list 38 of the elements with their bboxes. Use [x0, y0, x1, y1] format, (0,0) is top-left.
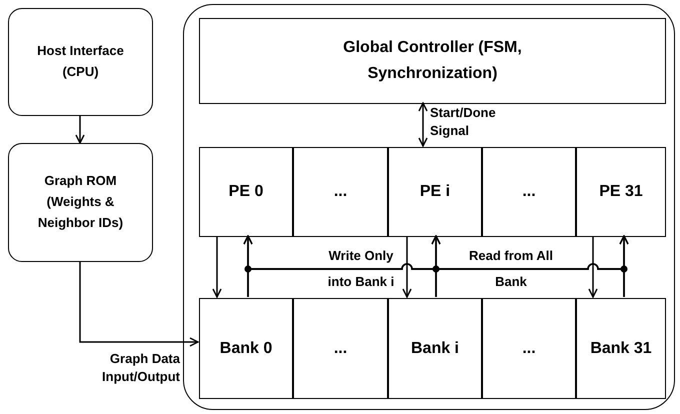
controller-box [199, 18, 666, 104]
pe-cell [482, 147, 576, 237]
node-label: Host Interface (CPU) [36, 42, 125, 81]
node-label: PE i [418, 182, 452, 202]
arrow [402, 236, 412, 298]
module-box [8, 8, 153, 116]
pe-cell [388, 147, 482, 237]
arrow [418, 102, 428, 147]
pe-cell [576, 147, 666, 237]
edge-label: Graph Data Input/Output [101, 350, 180, 386]
arrow [588, 236, 598, 298]
system-container [183, 4, 675, 410]
module-box [8, 143, 153, 262]
bank-cell [199, 298, 293, 399]
pe-cell [293, 147, 388, 237]
node-label: Bank i [410, 338, 460, 359]
node-label: ... [332, 182, 348, 202]
arrow [79, 262, 199, 347]
arrow [75, 116, 85, 144]
bus-note: Read from All Bank [468, 247, 554, 291]
node-label: PE 0 [228, 182, 264, 202]
arrow [619, 235, 629, 297]
node-label: Bank 31 [589, 338, 653, 359]
node-label: ... [521, 338, 537, 359]
node-label: PE 31 [598, 182, 644, 202]
bank-cell [293, 298, 388, 399]
node-label: Bank 0 [218, 338, 274, 359]
bus-note: Write Only into Bank i [326, 247, 396, 291]
controller-label: Global Controller (FSM, Synchronization) [342, 38, 523, 84]
node-label: Graph ROM (Weights & Neighbor IDs) [36, 172, 124, 232]
node-label: ... [332, 338, 348, 359]
bank-cell [482, 298, 576, 399]
edge-label: Start/Done Signal [430, 104, 497, 140]
node-label: ... [521, 182, 537, 202]
bank-cell [388, 298, 482, 399]
bank-cell [576, 298, 666, 399]
pe-cell [199, 147, 293, 237]
arrow [212, 236, 222, 298]
